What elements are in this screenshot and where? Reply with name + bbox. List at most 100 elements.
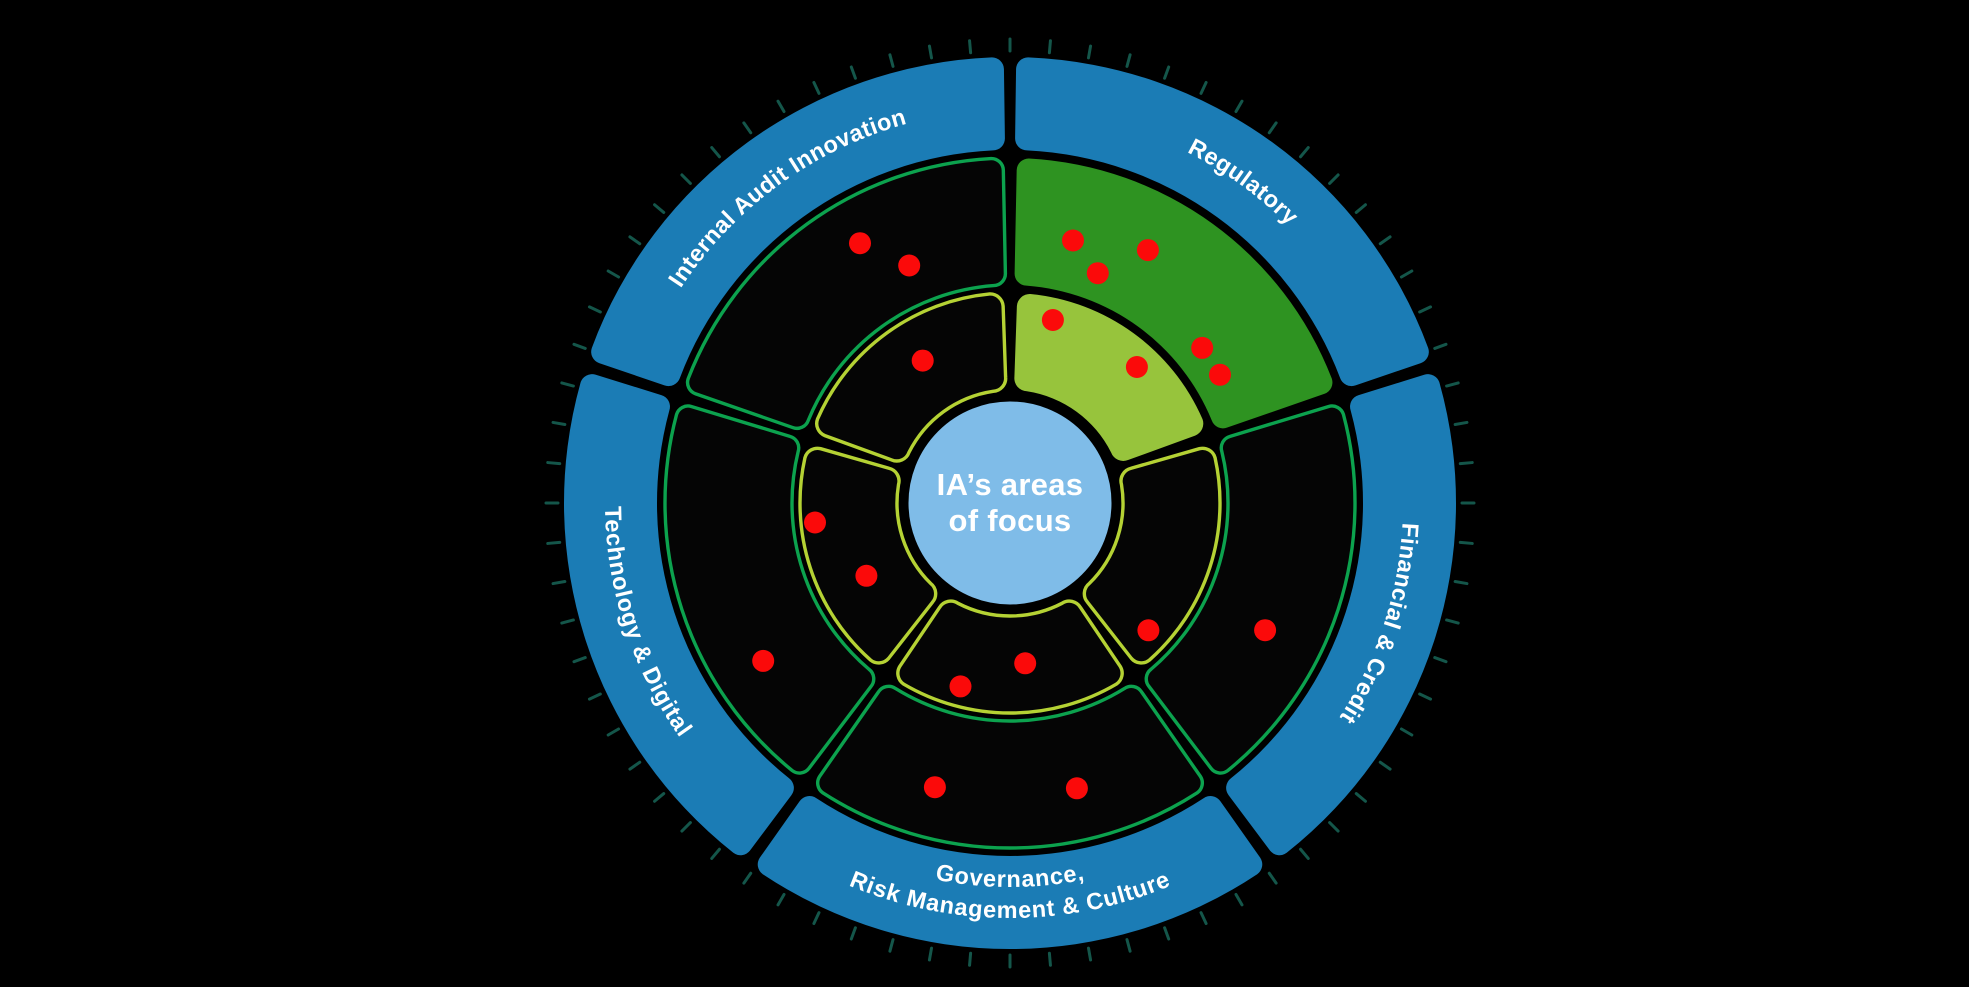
risk-dot-regulatory-inner (1125, 356, 1148, 378)
tick-mark (888, 53, 895, 68)
center-title-line2: of focus (949, 503, 1072, 538)
risk-dot-regulatory-middle (1086, 262, 1109, 285)
tick-mark (560, 381, 575, 388)
risk-dot-governance-risk-culture-inner (949, 675, 972, 698)
tick-mark (572, 342, 587, 350)
tick-mark (1453, 579, 1469, 586)
governance-risk-culture-outer-segment (757, 796, 1263, 949)
financial-credit-middle-segment (1144, 404, 1357, 775)
tick-mark (606, 727, 621, 737)
risk-dot-technology-digital-inner (855, 564, 878, 587)
financial-credit-outer-segment (1226, 374, 1457, 856)
tick-mark (1267, 871, 1278, 885)
tick-mark (628, 760, 642, 771)
technology-digital-inner-segment (798, 446, 938, 665)
tick-mark (1163, 926, 1171, 941)
tick-mark (1199, 911, 1208, 926)
tick-mark (560, 618, 575, 625)
tick-mark (680, 821, 692, 833)
risk-dot-internal-audit-innovation-middle (898, 254, 921, 277)
tick-mark (653, 792, 666, 803)
tick-mark (572, 656, 587, 664)
tick-mark (606, 269, 621, 279)
tick-mark (742, 121, 753, 135)
tick-mark (1453, 420, 1469, 427)
tick-mark (1047, 951, 1052, 967)
risk-dot-technology-digital-middle (752, 649, 775, 672)
tick-mark (1418, 305, 1433, 314)
tick-mark (927, 946, 934, 962)
tick-mark (1299, 847, 1310, 860)
risk-dots (752, 229, 1277, 800)
tick-mark (1378, 235, 1392, 246)
tick-mark (680, 173, 692, 185)
risk-dot-internal-audit-innovation-inner (911, 349, 934, 372)
tick-mark (1378, 760, 1392, 771)
tick-mark (551, 420, 567, 427)
tick-mark (968, 951, 973, 967)
tick-mark (1234, 892, 1244, 907)
tick-mark (628, 235, 642, 246)
tick-mark (551, 579, 567, 586)
tick-mark (653, 203, 666, 214)
risk-dot-internal-audit-innovation-middle (849, 232, 871, 255)
tick-mark (546, 461, 562, 466)
regulatory-middle-segment (1014, 158, 1333, 429)
tick-mark (1445, 381, 1460, 388)
risk-dot-regulatory-middle (1062, 229, 1084, 252)
tick-mark (1399, 727, 1414, 737)
tick-mark (742, 871, 753, 885)
technology-digital-outer-segment (563, 374, 794, 856)
tick-mark (1354, 792, 1367, 803)
regulatory-inner-segment (1014, 293, 1204, 461)
tick-mark (968, 39, 973, 55)
tick-mark (1328, 173, 1340, 185)
tick-mark (1433, 656, 1448, 664)
center-circle (901, 394, 1119, 612)
tick-mark (587, 692, 602, 701)
tick-mark (1234, 99, 1244, 114)
tick-mark (812, 80, 821, 95)
tick-mark (1047, 39, 1052, 55)
risk-dot-governance-risk-culture-middle (923, 776, 946, 799)
governance-risk-culture-inner-segment (896, 599, 1124, 715)
tick-mark (1458, 540, 1474, 545)
risk-dot-regulatory-middle (1191, 336, 1214, 359)
tick-mark (1445, 618, 1460, 625)
risk-dot-governance-risk-culture-middle (1065, 777, 1088, 800)
tick-mark (1267, 121, 1278, 135)
tick-mark (776, 892, 786, 907)
tick-mark (1086, 946, 1093, 962)
internal-audit-innovation-outer-segment (591, 57, 1005, 387)
technology-digital-middle-segment (663, 404, 876, 775)
financial-credit-inner-segment (1082, 446, 1222, 665)
governance-risk-culture-middle-segment (816, 684, 1204, 850)
internal-audit-innovation-middle-segment (685, 156, 1008, 430)
tick-mark (776, 99, 786, 114)
center-title-line1: IA’s areas (937, 467, 1084, 502)
tick-mark (812, 911, 821, 926)
tick-mark (1328, 821, 1340, 833)
tick-mark (1199, 80, 1208, 95)
tick-mark (1299, 146, 1310, 159)
tick-mark (710, 146, 721, 159)
internal-audit-innovation-inner-segment (815, 292, 1008, 463)
tick-mark (927, 44, 934, 60)
risk-dot-financial-credit-inner (1137, 619, 1160, 642)
risk-dot-technology-digital-inner (804, 511, 826, 534)
tick-mark (1399, 269, 1414, 279)
risk-dot-governance-risk-culture-inner (1014, 652, 1037, 675)
tick-mark (587, 305, 602, 314)
tick-mark (1086, 44, 1093, 60)
tick-mark (1354, 203, 1367, 214)
tick-mark (849, 926, 857, 941)
tick-mark (1125, 53, 1132, 68)
tick-mark (1418, 692, 1433, 701)
regulatory-outer-segment (1015, 57, 1429, 387)
risk-dot-regulatory-middle (1209, 363, 1231, 386)
tick-mark (1433, 342, 1448, 350)
risk-dot-regulatory-middle (1136, 239, 1159, 262)
tick-mark (1163, 65, 1171, 80)
